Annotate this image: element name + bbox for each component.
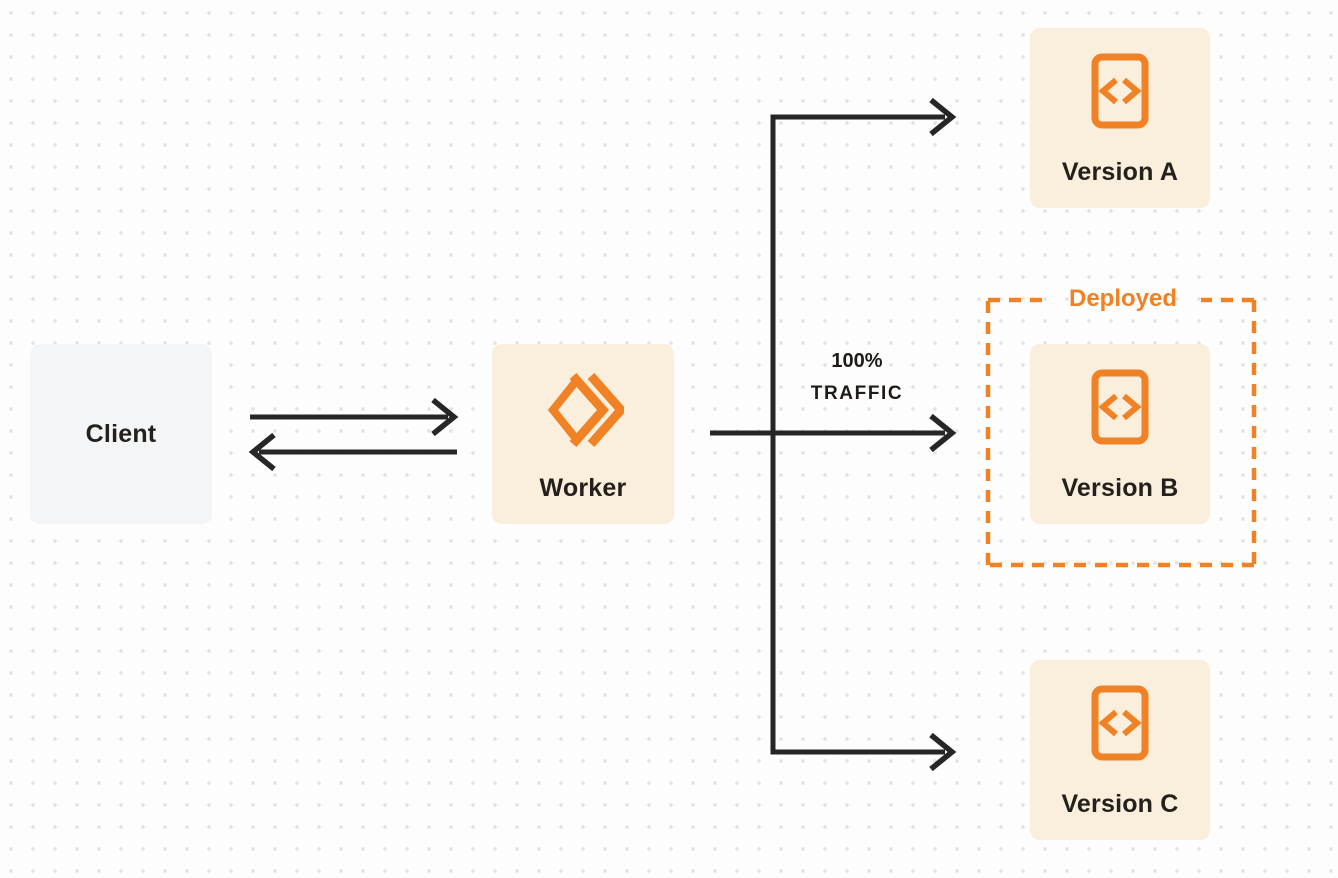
arrow-to-version-a [929,97,957,137]
version-c-label: Version C [1061,790,1179,818]
version-b-node: Version B [1030,344,1210,524]
version-c-node: Version C [1030,660,1210,840]
code-file-icon [1091,369,1149,445]
code-file-icon [1091,685,1149,761]
client-label: Client [85,420,157,448]
traffic-split-trunk [710,114,945,755]
traffic-word-text: TRAFFIC [810,383,904,404]
worker-label: Worker [539,474,627,502]
deployed-annotation: Deployed [1068,285,1178,312]
cloudflare-workers-icon [542,373,624,447]
code-file-icon [1091,53,1149,129]
worker-to-client-arrow [248,432,457,472]
arrow-to-version-b [929,413,957,453]
client-node: Client [30,344,212,524]
version-b-label: Version B [1061,474,1179,502]
worker-node: Worker [492,344,674,524]
arrow-to-version-c [929,732,957,772]
version-a-node: Version A [1030,28,1210,208]
traffic-annotation: 100% TRAFFIC [787,350,927,405]
client-to-worker-arrow [250,397,459,437]
traffic-percent-text: 100% [831,350,883,372]
version-a-label: Version A [1061,158,1179,186]
